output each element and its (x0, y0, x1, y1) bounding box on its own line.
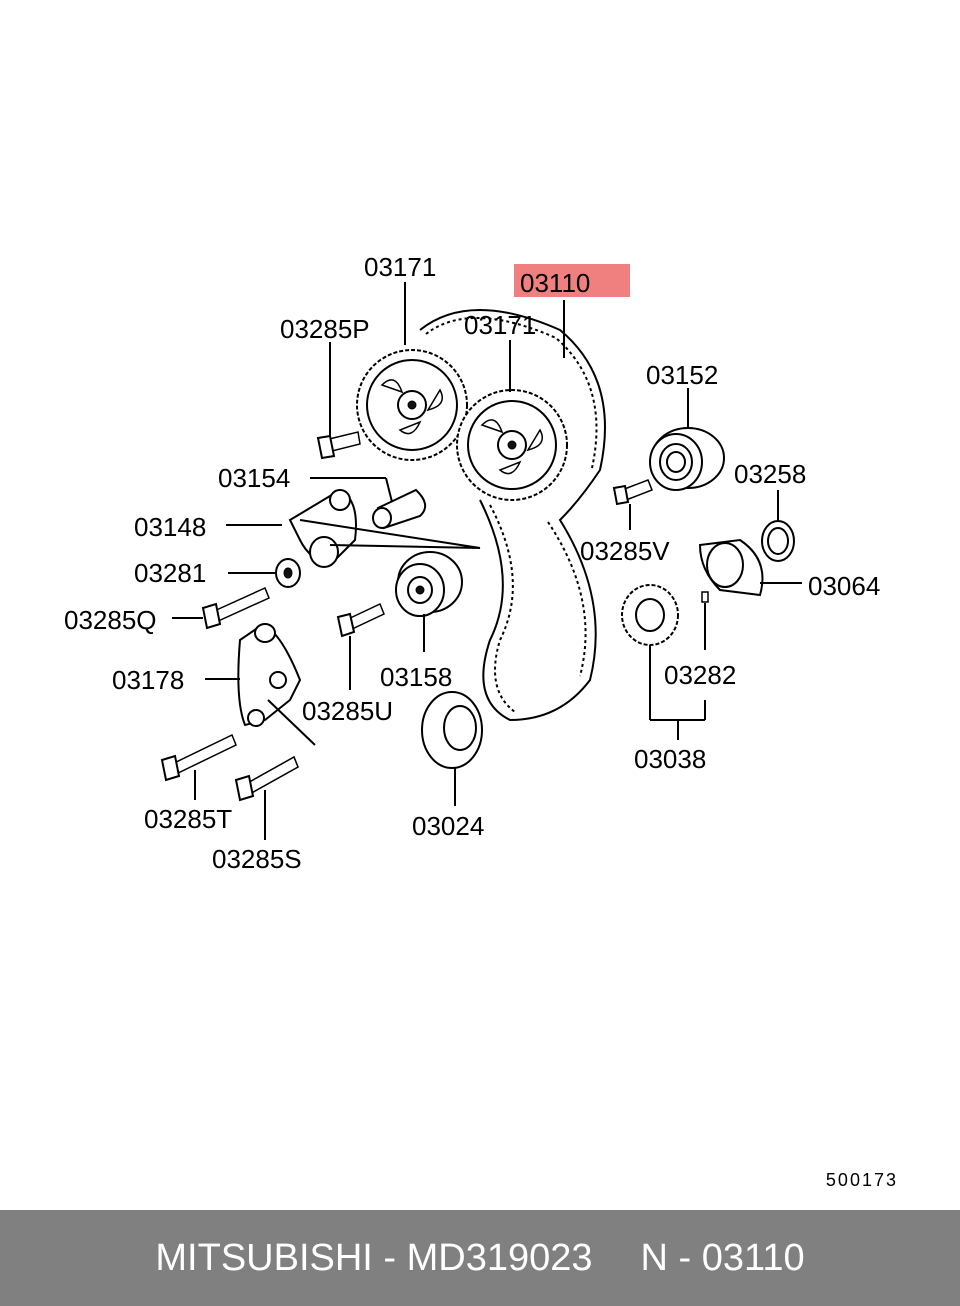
label-03171-b[interactable]: 03171 (464, 310, 536, 340)
crankshaft-sprocket (621, 584, 679, 646)
spacer-sleeve (372, 488, 427, 530)
camshaft-sprocket-rear (356, 349, 468, 461)
diagram-code: 500173 (825, 1170, 898, 1190)
camshaft-sprocket-front (456, 389, 568, 501)
woodruff-key (701, 591, 709, 603)
label-03064[interactable]: 03064 (808, 571, 880, 601)
label-03038[interactable]: 03038 (634, 744, 706, 774)
footer-ref: N - 03110 (640, 1236, 805, 1279)
tensioner-arm (288, 488, 481, 568)
tensioner-pulley (395, 551, 463, 617)
footer-brand-part: MITSUBISHI - MD319023 (155, 1236, 593, 1279)
highlight-box (514, 264, 630, 297)
label-03258[interactable]: 03258 (734, 459, 806, 489)
label-03171-a[interactable]: 03171 (364, 252, 436, 282)
label-03285U[interactable]: 03285U (302, 696, 393, 726)
belt-guide (421, 691, 483, 769)
bolt-03285V (612, 479, 653, 506)
timing-belt-diagram: 03171 03110 03171 03285P 03152 03154 032… (64, 252, 880, 874)
label-03281[interactable]: 03281 (134, 558, 206, 588)
leader-lines (172, 282, 802, 840)
oil-seal (761, 520, 795, 562)
label-03285P[interactable]: 03285P (280, 314, 370, 344)
label-03148[interactable]: 03148 (134, 512, 206, 542)
footer-bar: MITSUBISHI - MD319023 N - 03110 (0, 1210, 960, 1306)
bolt-03285P (316, 431, 361, 460)
bolt-03285U (336, 602, 385, 638)
label-03110[interactable]: 03110 (520, 268, 590, 298)
label-03024[interactable]: 03024 (412, 811, 484, 841)
label-03178[interactable]: 03178 (112, 665, 184, 695)
label-03158[interactable]: 03158 (380, 662, 452, 692)
label-03152[interactable]: 03152 (646, 360, 718, 390)
washer (275, 558, 301, 588)
tensioner-bracket (237, 623, 316, 746)
label-03285S[interactable]: 03285S (212, 844, 302, 874)
bolt-03285Q (201, 586, 270, 630)
label-03285T[interactable]: 03285T (144, 804, 232, 834)
bolt-03285S (234, 755, 299, 802)
label-03154[interactable]: 03154 (218, 463, 290, 493)
bolt-03285T (160, 733, 237, 782)
crank-flange (698, 538, 764, 597)
label-03285V[interactable]: 03285V (580, 536, 670, 566)
label-03282[interactable]: 03282 (664, 660, 736, 690)
label-03285Q[interactable]: 03285Q (64, 605, 157, 635)
idler-pulley (649, 427, 725, 491)
